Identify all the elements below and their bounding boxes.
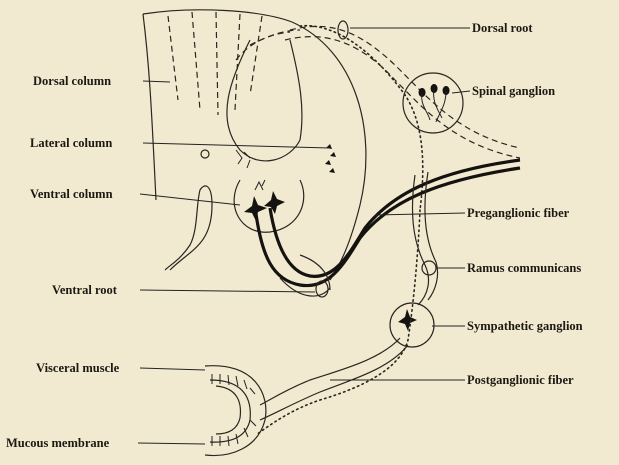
- dorsal-root: [236, 21, 520, 210]
- label-dorsal-column: Dorsal column: [33, 74, 111, 88]
- label-preganglionic-fiber: Preganglionic fiber: [467, 206, 570, 220]
- label-sympathetic-ganglion: Sympathetic ganglion: [467, 319, 583, 333]
- spinal-cord: [143, 10, 366, 280]
- label-dorsal-root: Dorsal root: [472, 21, 533, 35]
- label-postganglionic-fiber: Postganglionic fiber: [467, 373, 574, 387]
- label-ventral-root: Ventral root: [52, 283, 118, 297]
- label-mucous-membrane: Mucous membrane: [6, 436, 110, 450]
- label-ventral-column: Ventral column: [30, 187, 113, 201]
- ramus-communicans: [412, 172, 437, 305]
- label-lateral-column: Lateral column: [30, 136, 112, 150]
- label-spinal-ganglion: Spinal ganglion: [472, 84, 555, 98]
- label-ramus-communicans: Ramus communicans: [467, 261, 581, 275]
- preganglionic-fibers: [256, 160, 520, 297]
- labels: Dorsal root Spinal ganglion Dorsal colum…: [6, 21, 583, 450]
- label-visceral-muscle: Visceral muscle: [36, 361, 120, 375]
- viscus: [205, 366, 266, 456]
